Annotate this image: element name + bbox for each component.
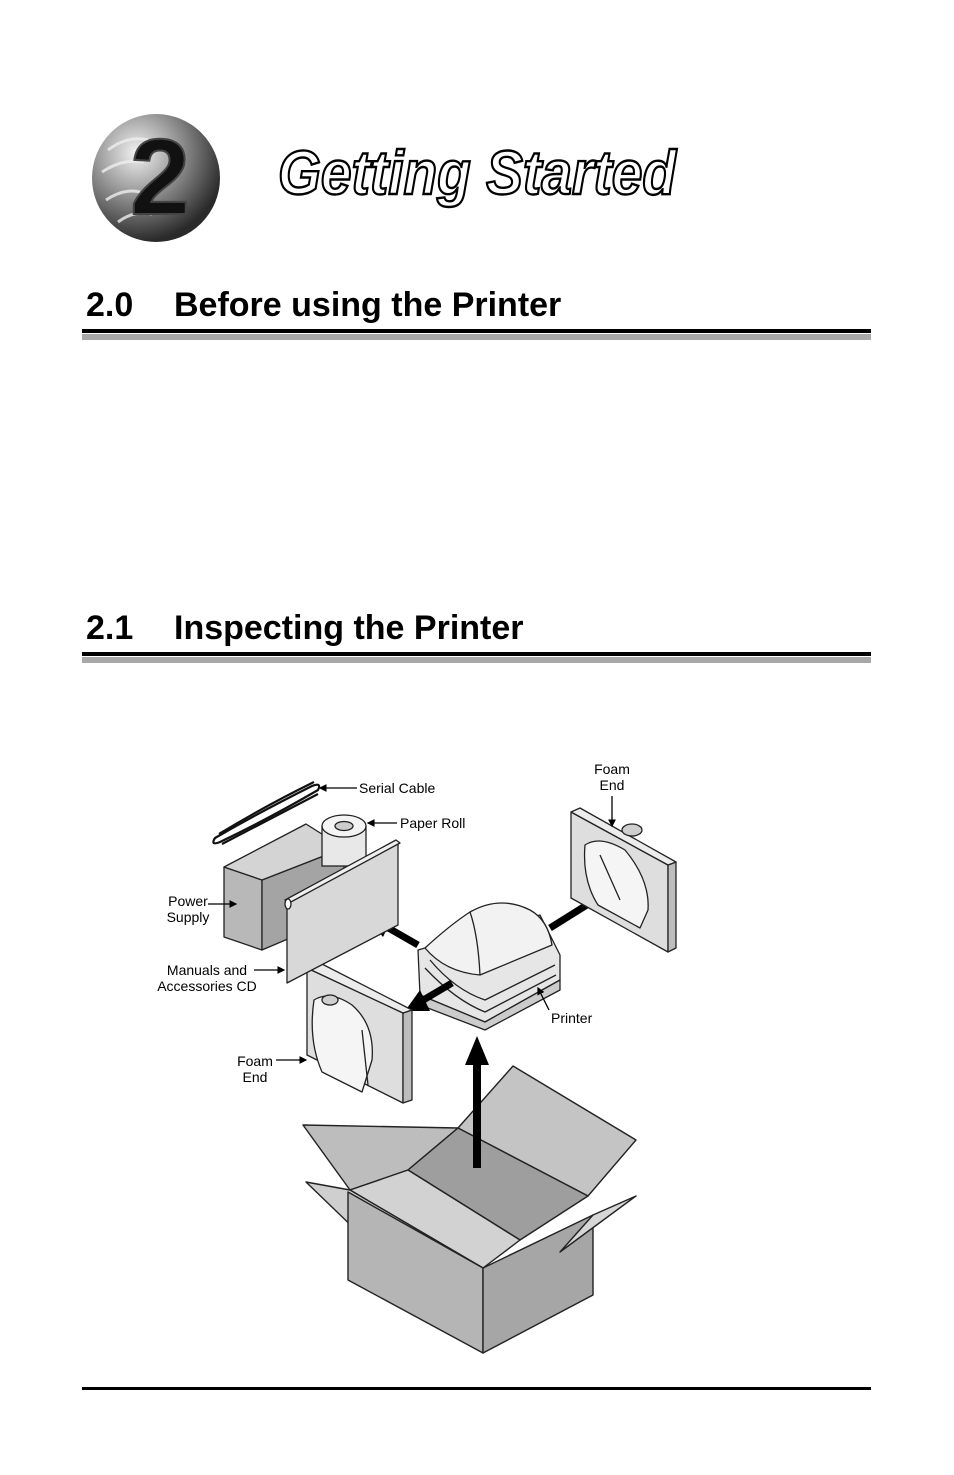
section-rule (82, 329, 871, 333)
section-title: Before using the Printer (174, 286, 562, 324)
serial-cable-drawing (212, 781, 321, 845)
foam-end-top (570, 807, 677, 953)
label-foam-end-bottom-2: End (243, 1069, 268, 1085)
label-paper-roll: Paper Roll (400, 815, 465, 831)
chapter-sphere (92, 114, 220, 242)
section-heading-2-0: 2.0 Before using the Printer (86, 285, 561, 325)
paper-roll-drawing (321, 814, 367, 867)
section-rule-shadow (82, 657, 871, 663)
label-power-supply: Power (168, 893, 208, 909)
label-printer: Printer (551, 1010, 593, 1026)
section-number: 2.0 (86, 286, 134, 324)
shipping-box (302, 1065, 637, 1354)
chapter-number-badge: 2 (92, 114, 220, 242)
foam-end-bottom (306, 961, 413, 1104)
section-heading-2-1: 2.1 Inspecting the Printer (86, 608, 524, 648)
power-supply-drawing (223, 823, 345, 951)
section-title: Inspecting the Printer (174, 609, 524, 647)
arrow-up (465, 1036, 489, 1168)
label-foam-end-top-2: End (600, 777, 625, 793)
label-manuals-2: Accessories CD (157, 978, 257, 994)
section-rule (82, 652, 871, 656)
footer-rule (82, 1387, 871, 1390)
label-power-supply-2: Supply (167, 909, 210, 925)
section-rule-shadow (82, 334, 871, 340)
chapter-title-banner: Getting Started (277, 138, 678, 209)
unpacking-illustration: Serial Cable Paper Roll Foam End Power S… (157, 761, 677, 1354)
section-number: 2.1 (86, 609, 134, 647)
manuals-binder-drawing (284, 839, 401, 984)
chapter-number: 2 (130, 116, 190, 237)
label-serial-cable: Serial Cable (359, 780, 435, 796)
label-foam-end-bottom: Foam (237, 1053, 273, 1069)
chapter-title: Getting Started (278, 139, 677, 208)
arrow-left-down (405, 979, 454, 1011)
label-foam-end-top: Foam (594, 761, 630, 777)
label-manuals: Manuals and (167, 962, 247, 978)
printer-drawing (417, 902, 561, 1031)
